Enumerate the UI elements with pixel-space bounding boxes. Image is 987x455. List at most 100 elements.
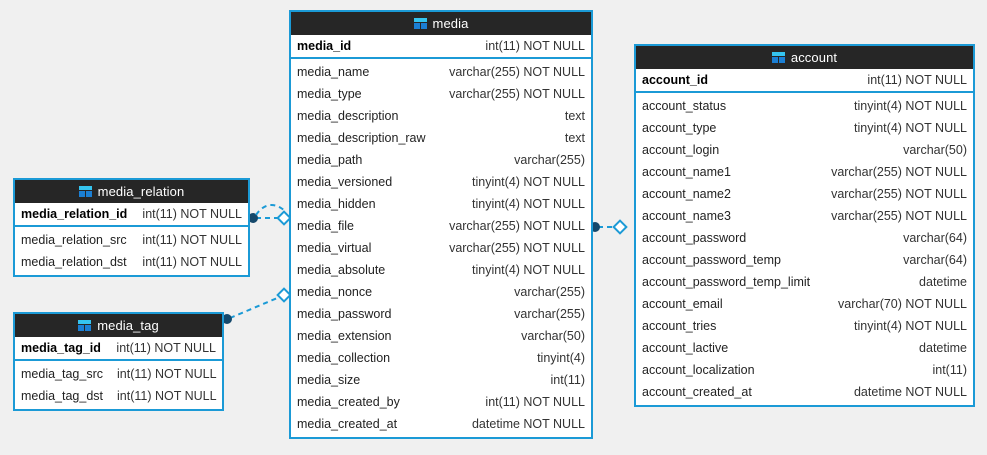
field-name: media_name xyxy=(297,64,370,79)
field-row-primary-key[interactable]: media_tag_id int(11) NOT NULL xyxy=(15,337,222,359)
field-type: tinyint(4) NOT NULL xyxy=(854,318,967,333)
field-name: media_collection xyxy=(297,350,391,365)
field-name: account_lactive xyxy=(642,340,729,355)
field-type: varchar(50) xyxy=(903,142,967,157)
field-type: int(11) NOT NULL xyxy=(485,38,585,53)
field-name: media_tag_id xyxy=(21,340,101,355)
field-type: varchar(64) xyxy=(903,252,967,267)
field-row-primary-key[interactable]: media_relation_id int(11) NOT NULL xyxy=(15,203,248,225)
field-name: media_versioned xyxy=(297,174,393,189)
field-name: media_tag_dst xyxy=(21,388,104,403)
field-row-primary-key[interactable]: account_id int(11) NOT NULL xyxy=(636,69,973,91)
table-icon xyxy=(78,186,92,197)
field-row-primary-key[interactable]: media_id int(11) NOT NULL xyxy=(291,35,591,57)
field-type: int(11) NOT NULL xyxy=(116,340,216,355)
field-name: account_created_at xyxy=(642,384,752,399)
entity-table-media_tag[interactable]: media_tag media_tag_id int(11) NOT NULL … xyxy=(13,312,224,411)
field-name: account_password xyxy=(642,230,747,245)
field-row[interactable]: media_extension varchar(50) xyxy=(291,325,591,347)
field-name: media_path xyxy=(297,152,363,167)
field-row[interactable]: media_created_at datetime NOT NULL xyxy=(291,413,591,435)
field-name: account_email xyxy=(642,296,723,311)
field-type: tinyint(4) xyxy=(537,350,585,365)
entity-table-media[interactable]: media media_id int(11) NOT NULL media_na… xyxy=(289,10,593,439)
field-name: account_name3 xyxy=(642,208,731,223)
field-name: media_type xyxy=(297,86,362,101)
field-name: media_id xyxy=(297,38,352,53)
field-row[interactable]: account_tries tinyint(4) NOT NULL xyxy=(636,315,973,337)
field-type: text xyxy=(564,108,585,123)
field-name: account_tries xyxy=(642,318,717,333)
entity-table-account[interactable]: account account_id int(11) NOT NULL acco… xyxy=(634,44,975,407)
field-name: media_extension xyxy=(297,328,392,343)
relationship-media_relation-media-2 xyxy=(255,204,286,216)
field-row[interactable]: media_tag_src int(11) NOT NULL xyxy=(15,363,222,385)
entity-header-media: media xyxy=(291,12,591,35)
field-name: media_description xyxy=(297,108,399,123)
field-type: varchar(255) NOT NULL xyxy=(831,208,967,223)
field-name: media_created_at xyxy=(297,416,398,431)
field-name: media_tag_src xyxy=(21,366,103,381)
field-type: varchar(70) NOT NULL xyxy=(838,296,967,311)
field-name: account_id xyxy=(642,72,708,87)
field-row[interactable]: account_name3 varchar(255) NOT NULL xyxy=(636,205,973,227)
field-row[interactable]: media_description text xyxy=(291,105,591,127)
field-row[interactable]: account_type tinyint(4) NOT NULL xyxy=(636,117,973,139)
field-type: int(11) xyxy=(932,362,967,377)
field-type: int(11) NOT NULL xyxy=(485,394,585,409)
field-type: varchar(255) NOT NULL xyxy=(449,240,585,255)
field-type: datetime xyxy=(919,274,967,289)
field-name: account_type xyxy=(642,120,717,135)
field-type: int(11) xyxy=(550,372,585,387)
field-type: int(11) NOT NULL xyxy=(117,366,217,381)
field-name: media_nonce xyxy=(297,284,373,299)
field-type: datetime NOT NULL xyxy=(471,416,585,431)
field-name: media_hidden xyxy=(297,196,376,211)
field-type: varchar(255) NOT NULL xyxy=(449,218,585,233)
field-type: tinyint(4) NOT NULL xyxy=(472,262,585,277)
entity-title: media xyxy=(432,16,469,31)
primary-key-section: media_tag_id int(11) NOT NULL xyxy=(15,337,222,361)
field-type: text xyxy=(564,130,585,145)
field-name: media_description_raw xyxy=(297,130,426,145)
entity-header-account: account xyxy=(636,46,973,69)
field-type: varchar(50) xyxy=(521,328,585,343)
field-row[interactable]: account_email varchar(70) NOT NULL xyxy=(636,293,973,315)
relationship-media_relation-media-1 xyxy=(248,210,292,226)
field-name: media_relation_id xyxy=(21,206,128,221)
entity-title: media_relation xyxy=(97,184,185,199)
entity-table-media_relation[interactable]: media_relation media_relation_id int(11)… xyxy=(13,178,250,277)
field-type: tinyint(4) NOT NULL xyxy=(854,120,967,135)
field-row[interactable]: media_description_raw text xyxy=(291,127,591,149)
field-type: tinyint(4) NOT NULL xyxy=(854,98,967,113)
field-type: varchar(255) NOT NULL xyxy=(831,164,967,179)
field-row[interactable]: media_collection tinyint(4) xyxy=(291,347,591,369)
